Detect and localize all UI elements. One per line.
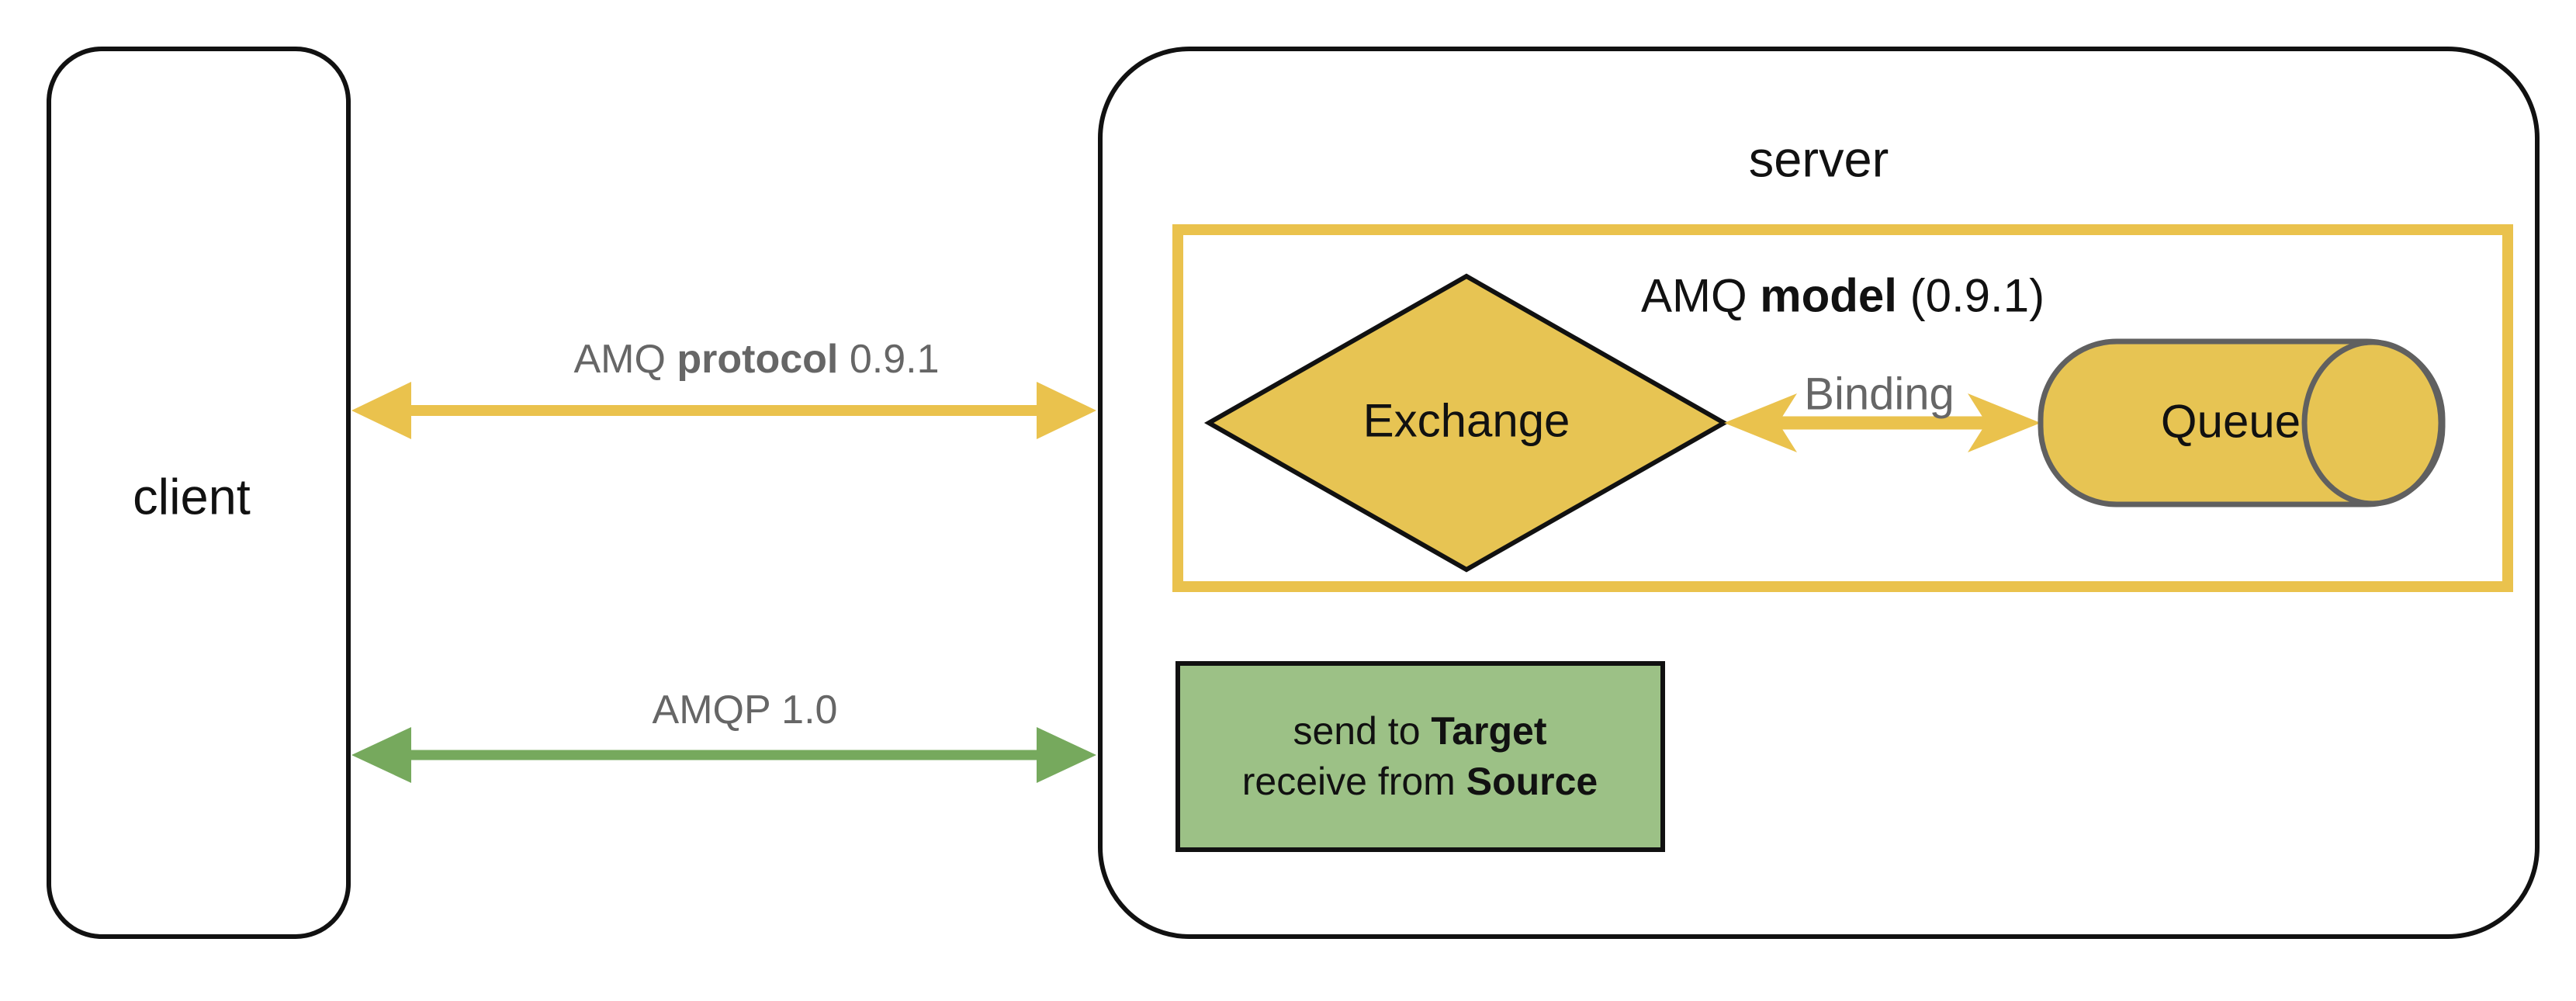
target-text: Target [1431, 709, 1547, 753]
exchange-label: Exchange [1362, 394, 1570, 447]
binding-label: Binding [1804, 369, 1955, 420]
protocol-label-prefix: AMQ [573, 337, 677, 382]
amqp-arrow-label: AMQP 1.0 [652, 688, 838, 733]
client-box [47, 47, 351, 939]
send-receive-line2: receive from Source [1242, 757, 1598, 807]
amqp-arrow [351, 727, 1096, 783]
send-receive-box [1175, 661, 1665, 852]
send-receive-line1: send to Target [1242, 706, 1598, 757]
protocol-arrow-head-right [1037, 382, 1096, 439]
binding-arrow [1724, 393, 2041, 452]
source-text: Source [1466, 760, 1598, 803]
amq-model-title-suffix: (0.9.1) [1896, 269, 2045, 322]
queue-cylinder [2038, 338, 2446, 507]
server-label: server [1748, 130, 1889, 188]
amqp-arrow-head-left [351, 727, 411, 783]
binding-arrow-head-right [1968, 393, 2041, 452]
amq-model-title-prefix: AMQ [1640, 269, 1761, 322]
protocol-arrow-label: AMQ protocol 0.9.1 [574, 336, 940, 383]
amq-model-title: AMQ model (0.9.1) [1641, 269, 2045, 323]
protocol-arrow-head-left [351, 382, 411, 439]
queue-cylinder-face-ellipse [2301, 339, 2444, 507]
send-to-text: send to [1293, 709, 1432, 753]
receive-from-text: receive from [1241, 760, 1466, 803]
amqp-arrow-head-right [1037, 727, 1096, 783]
binding-arrow-head-left [1724, 393, 1797, 452]
client-label: client [133, 468, 251, 525]
protocol-label-suffix: 0.9.1 [838, 337, 940, 382]
protocol-label-bold: protocol [677, 337, 839, 382]
amq-model-title-bold: model [1760, 269, 1897, 322]
protocol-arrow [351, 382, 1096, 439]
send-receive-label: send to Target receive from Source [1242, 706, 1598, 807]
queue-label: Queue [2160, 395, 2301, 448]
